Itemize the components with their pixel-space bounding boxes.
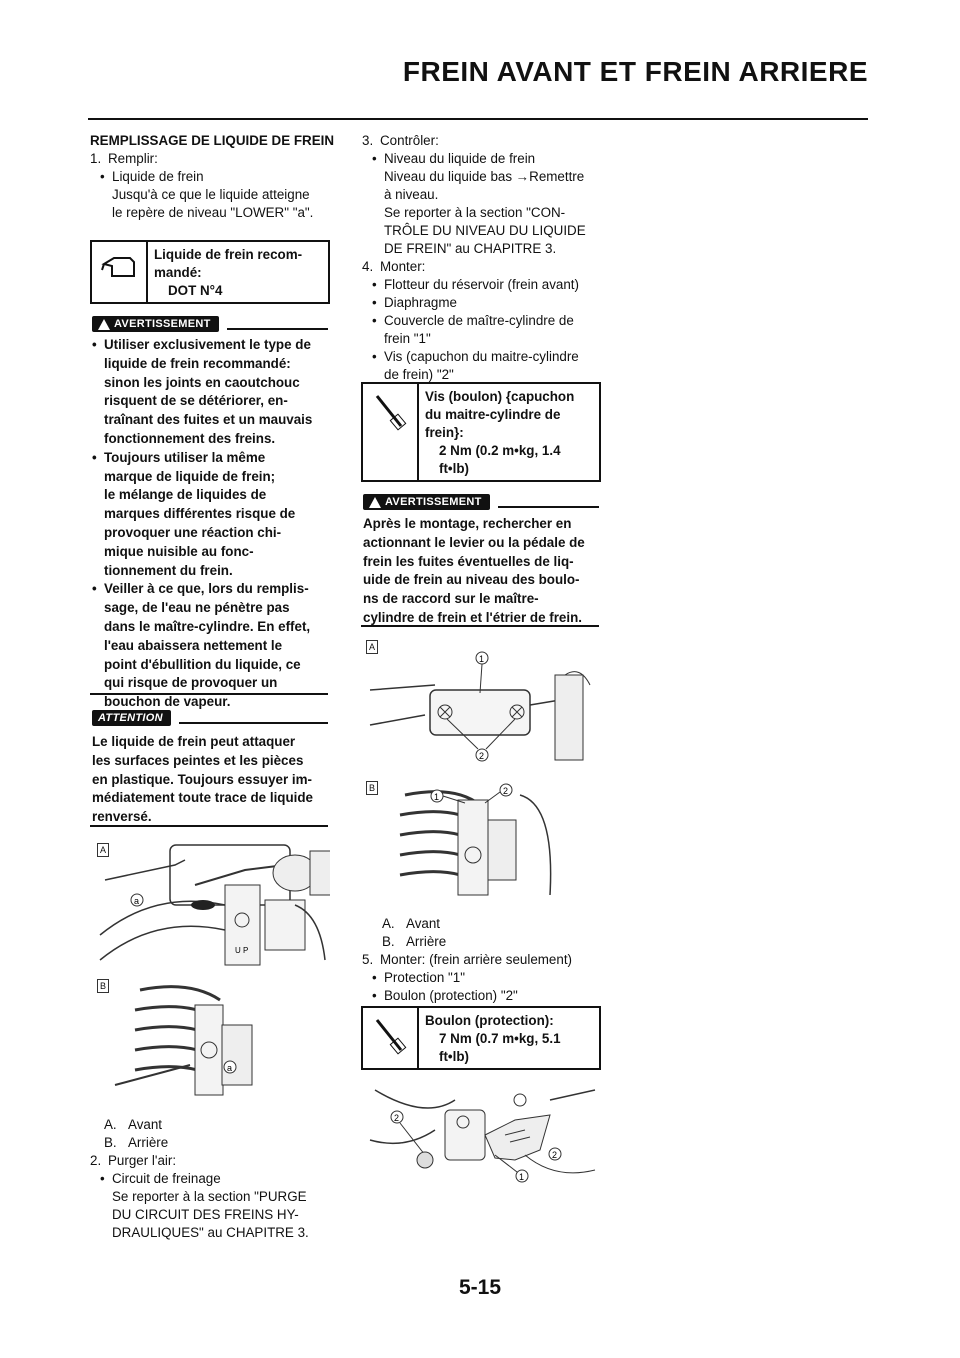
left-column: REMPLISSAGE DE LIQUIDE DE FREIN 1.Rempli… [90, 133, 335, 220]
page-title: FREIN AVANT ET FREIN ARRIERE [402, 56, 868, 87]
step-5-item: Protection "1" [384, 970, 465, 985]
svg-text:2: 2 [479, 751, 484, 761]
rear-protection-illustration: 2 2 1 [369, 1089, 596, 1183]
warning-end-rule [90, 693, 328, 695]
front-master-cylinder-illustration: 1 2 [369, 651, 591, 762]
legend-item: Avant [406, 916, 440, 931]
legend-item: Avant [128, 1117, 162, 1132]
right-legend: A.Avant B.Arrière 5.Monter: (frein arriè… [362, 916, 573, 1003]
step-2: Purger l'air: [108, 1153, 177, 1168]
warning-badge: AVERTISSEMENT [92, 316, 219, 332]
callout-a: a [227, 1063, 232, 1073]
caution-header: ATTENTION [92, 710, 328, 726]
warning-badge: AVERTISSEMENT [363, 494, 490, 510]
step-1: Remplir: [108, 151, 158, 166]
legend-item: Arrière [406, 934, 447, 949]
rear-master-cylinder-illustration: 1 2 [399, 783, 552, 896]
figure-label-b: B [366, 781, 378, 795]
spec-value: DOT N°4 [168, 283, 223, 298]
figure-label-a: A [366, 640, 378, 654]
warning-triangle-icon [98, 318, 110, 330]
rear-reservoir-illustration: a [114, 985, 253, 1096]
warning-triangle-icon [369, 496, 381, 508]
legend-item: Arrière [128, 1135, 169, 1150]
step-3: Contrôler: [380, 133, 439, 148]
torque-wrench-icon [363, 1008, 419, 1068]
figure-label-b: B [97, 979, 109, 993]
svg-text:1: 1 [519, 1172, 524, 1182]
left-legend: A.Avant B.Arrière 2.Purger l'air: •Circu… [90, 1117, 309, 1240]
caution-end-rule [90, 825, 328, 827]
step-1-note: le repère de niveau "LOWER" "a". [112, 205, 314, 220]
header-rule [88, 118, 868, 120]
section-heading: REMPLISSAGE DE LIQUIDE DE FREIN [90, 133, 335, 148]
callout-a: a [134, 896, 139, 906]
step-5-item: Boulon (protection) "2" [384, 988, 518, 1003]
step-1-note: Jusqu'à ce que le liquide atteigne [112, 187, 310, 202]
page-number: 5-15 [458, 1276, 502, 1299]
svg-text:1: 1 [479, 654, 484, 664]
warning-item: Veiller à ce que, lors du remplis-sage, … [104, 581, 311, 710]
svg-text:1: 1 [434, 792, 439, 802]
spec-box-torque-protection: Boulon (protection): 7 Nm (0.7 m•kg, 5.1… [361, 1006, 601, 1070]
warning-header: AVERTISSEMENT [92, 316, 328, 332]
svg-text:2: 2 [394, 1113, 399, 1123]
step-4-item: Flotteur du réservoir (frein avant) [384, 277, 579, 292]
oil-can-icon [92, 242, 148, 302]
torque-wrench-icon [363, 384, 419, 480]
svg-text:U P: U P [235, 946, 248, 955]
step-5: Monter: (frein arrière seulement) [380, 952, 573, 967]
step-2-item: Circuit de freinage [112, 1171, 221, 1186]
right-column: 3.Contrôler: •Niveau du liquide de frein… [362, 133, 586, 382]
spec-line: Liquide de frein recom- [154, 247, 303, 262]
warning-header: AVERTISSEMENT [363, 494, 599, 510]
step-1-item: Liquide de frein [112, 169, 204, 184]
svg-text:2: 2 [503, 786, 508, 796]
spec-line: mandé: [154, 265, 202, 280]
svg-text:2: 2 [552, 1150, 557, 1160]
spec-box-fluid: Liquide de frein recom- mandé: DOT N°4 [90, 240, 330, 304]
step-4: Monter: [380, 259, 426, 274]
figure-label-a: A [97, 843, 109, 857]
caution-badge: ATTENTION [92, 710, 171, 726]
step-4-item: Diaphragme [384, 295, 457, 310]
step-3-item: Niveau du liquide de frein [384, 151, 536, 166]
front-reservoir-illustration: a U P [99, 844, 330, 966]
warning-end-rule [361, 625, 599, 627]
